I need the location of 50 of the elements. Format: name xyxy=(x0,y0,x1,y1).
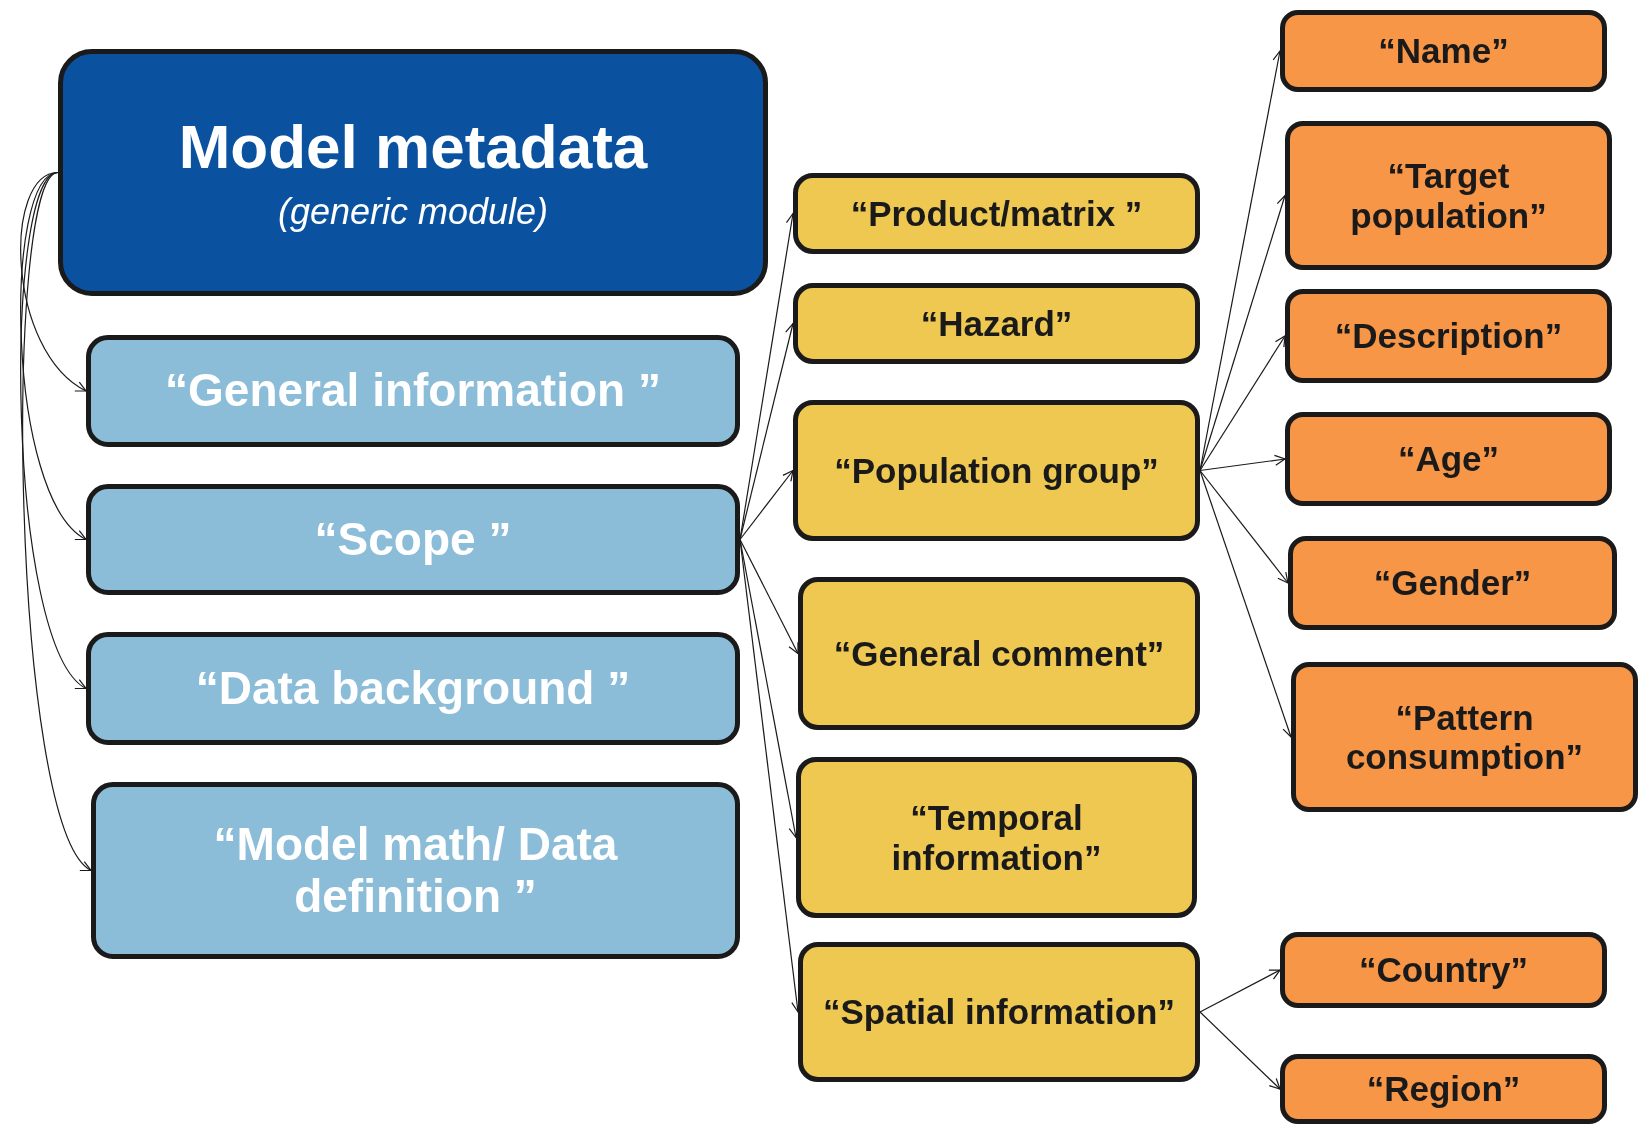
subfield-box xyxy=(1291,662,1638,812)
box-label: “Region” xyxy=(1366,1069,1521,1109)
subfield-box xyxy=(1285,412,1612,506)
subfield-box xyxy=(1280,10,1607,92)
box-label: “Product/matrix ” xyxy=(850,193,1143,234)
box-label: “Data background ” xyxy=(195,662,631,715)
arrow xyxy=(1199,454,1286,472)
section-box xyxy=(86,632,740,745)
arrow xyxy=(1199,335,1286,472)
arrow xyxy=(739,538,799,655)
box-label: “Hazard” xyxy=(920,303,1073,344)
box-label: “General information ” xyxy=(165,365,661,417)
box-subtitle: (generic module) xyxy=(277,191,549,234)
title-box xyxy=(58,49,768,296)
arrow xyxy=(739,469,794,541)
arrow xyxy=(1199,969,1281,1013)
field-box xyxy=(793,400,1200,541)
subfield-box xyxy=(1280,1054,1607,1124)
field-box xyxy=(793,173,1200,254)
section-box xyxy=(86,335,740,447)
field-box xyxy=(798,577,1200,730)
subfield-box xyxy=(1285,289,1612,383)
box-label: “Country” xyxy=(1358,950,1529,990)
box-label: “General comment” xyxy=(833,633,1165,674)
subfield-box xyxy=(1280,932,1607,1008)
subfield-box xyxy=(1285,121,1612,270)
subfield-box xyxy=(1288,536,1617,630)
arrow xyxy=(20,171,87,392)
box-label: “Population group” xyxy=(834,450,1159,491)
box-label: “Description” xyxy=(1334,316,1563,356)
section-box xyxy=(91,782,740,959)
box-label: “Name” xyxy=(1378,31,1509,71)
box-label: “Pattern consumption” xyxy=(1344,697,1585,777)
arrow xyxy=(20,171,87,690)
box-label: “Age” xyxy=(1397,439,1500,479)
box-label: “Scope ” xyxy=(314,513,512,566)
arrow xyxy=(1199,1011,1281,1090)
section-box xyxy=(86,484,740,595)
field-box xyxy=(793,283,1200,364)
box-label: “Target population” xyxy=(1349,156,1548,235)
box-label: “Temporal information” xyxy=(890,798,1103,877)
arrow xyxy=(1199,469,1289,584)
box-label: “Model math/ Data definition ” xyxy=(212,819,619,922)
arrow xyxy=(20,171,87,541)
field-box xyxy=(796,757,1197,918)
arrow xyxy=(22,171,92,872)
field-box xyxy=(798,942,1200,1082)
box-label: “Gender” xyxy=(1373,563,1532,603)
box-label: “Spatial information” xyxy=(823,992,1175,1032)
box-label: Model metadata xyxy=(178,111,648,182)
